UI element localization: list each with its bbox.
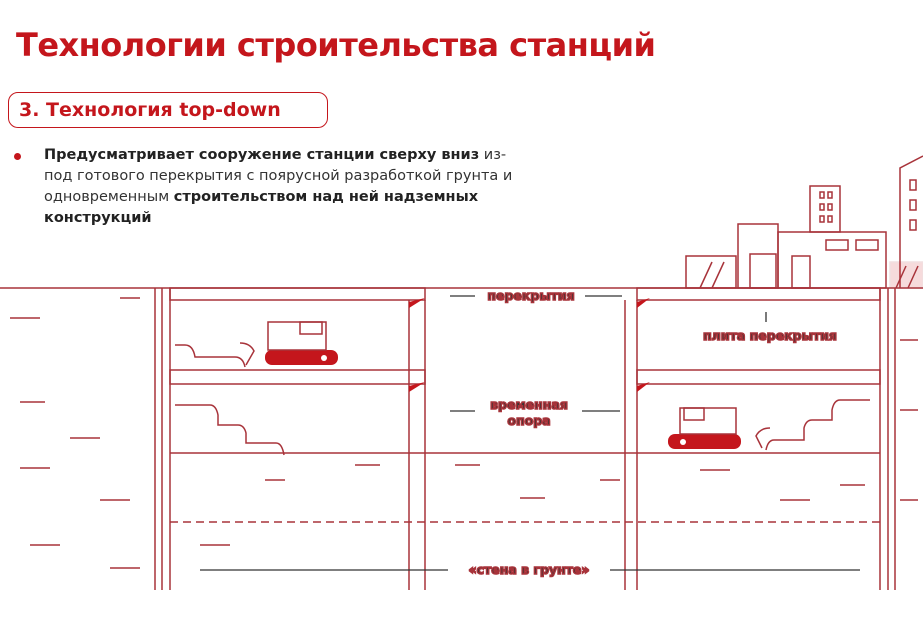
soil-mound <box>175 344 246 368</box>
buildings <box>685 155 923 289</box>
label-slab-plate: плита перекрытия <box>703 328 837 343</box>
diaphragm-walls <box>154 288 896 590</box>
label-slabs: перекрытия <box>487 288 574 303</box>
bulldozer-icon <box>239 321 338 366</box>
label-temporary-support-2: опора <box>507 413 550 428</box>
temporary-supports <box>408 298 650 590</box>
label-temporary-support-1: временная <box>490 397 568 412</box>
soil-marks <box>10 297 918 569</box>
bullet-text: из-под готового перекрытия с поярусной р… <box>44 147 513 205</box>
bullet-point: Предусматривает сооружение станции сверх… <box>14 145 534 229</box>
soil-mound <box>765 399 870 451</box>
slabs <box>169 287 881 454</box>
soil-mound <box>175 404 285 456</box>
section-title: 3. Технология top-down <box>19 99 281 121</box>
bullet-bold-2: строительством над ней надземных констру… <box>44 189 479 226</box>
bulldozer-icon <box>668 407 771 449</box>
page-title: Технологии строительства станций <box>16 26 656 64</box>
bullet-icon <box>14 153 21 160</box>
label-diaphragm-wall: «стена в грунте» <box>469 562 590 577</box>
bullet-bold-1: Предусматривает сооружение станции сверх… <box>44 147 480 163</box>
section-header: 3. Технология top-down <box>8 92 328 128</box>
